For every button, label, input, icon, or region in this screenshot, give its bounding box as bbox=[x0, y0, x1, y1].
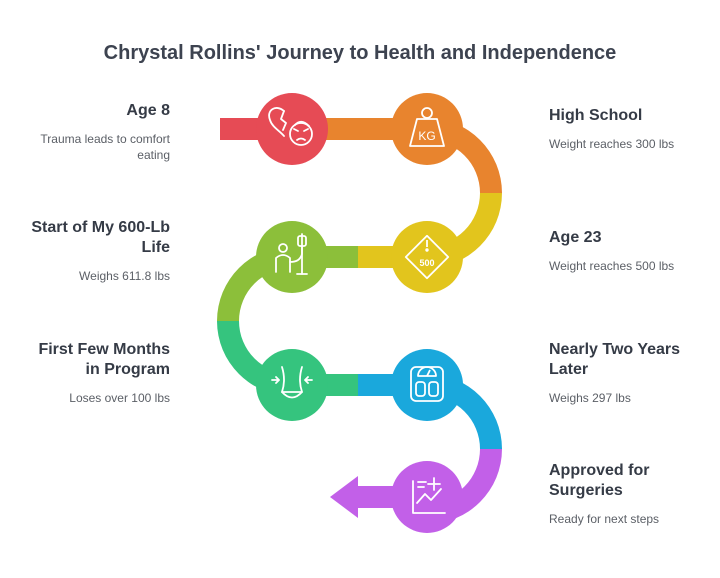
step-2-description: Weight reaches 300 lbs bbox=[549, 137, 675, 151]
step-3-circle bbox=[391, 221, 463, 293]
step-1-description: Trauma leads to comfort eating bbox=[40, 132, 170, 162]
medical-chart-icon bbox=[412, 477, 446, 514]
svg-text:500: 500 bbox=[419, 258, 434, 268]
500-warning-sign-icon: 500 bbox=[404, 234, 450, 280]
step-3-heading: Age 23 bbox=[549, 229, 602, 246]
step-4-description: Weighs 611.8 lbs bbox=[79, 269, 170, 283]
step-5-circle bbox=[256, 349, 328, 421]
step-6-circle bbox=[391, 349, 463, 421]
step-3-label: Age 23 Weight reaches 500 lbs bbox=[549, 228, 709, 274]
svg-text:KG: KG bbox=[418, 129, 435, 143]
step-2-circle bbox=[391, 93, 463, 165]
step-3-description: Weight reaches 500 lbs bbox=[549, 259, 675, 273]
step-5-heading: First Few Months in Program bbox=[38, 341, 170, 378]
step-6-heading: Nearly Two Years Later bbox=[549, 341, 681, 378]
patient-iv-drip-icon bbox=[275, 233, 308, 275]
step-4-circle bbox=[256, 221, 328, 293]
step-7-heading: Approved for Surgeries bbox=[549, 462, 650, 499]
bathroom-scale-icon bbox=[410, 366, 444, 402]
step-4-label: Start of My 600-Lb Life Weighs 611.8 lbs bbox=[20, 218, 170, 284]
step-5-description: Loses over 100 lbs bbox=[69, 391, 170, 405]
step-2-heading: High School bbox=[549, 107, 643, 124]
broken-heart-face-icon bbox=[268, 107, 313, 146]
step-5-label: First Few Months in Program Loses over 1… bbox=[20, 340, 170, 406]
waist-slimming-icon bbox=[271, 366, 313, 399]
step-7-description: Ready for next steps bbox=[549, 512, 660, 526]
step-1-heading: Age 8 bbox=[126, 102, 170, 119]
step-7-label: Approved for Surgeries Ready for next st… bbox=[549, 461, 709, 527]
step-1-label: Age 8 Trauma leads to comfort eating bbox=[20, 101, 170, 163]
step-6-description: Weighs 297 lbs bbox=[549, 391, 631, 405]
step-4-heading: Start of My 600-Lb Life bbox=[31, 219, 170, 256]
arrow-head bbox=[330, 476, 358, 518]
diagram-title: Chrystal Rollins' Journey to Health and … bbox=[103, 42, 617, 64]
step-6-label: Nearly Two Years Later Weighs 297 lbs bbox=[549, 340, 709, 406]
kg-weight-icon: KG bbox=[409, 107, 445, 147]
step-2-label: High School Weight reaches 300 lbs bbox=[549, 106, 709, 152]
